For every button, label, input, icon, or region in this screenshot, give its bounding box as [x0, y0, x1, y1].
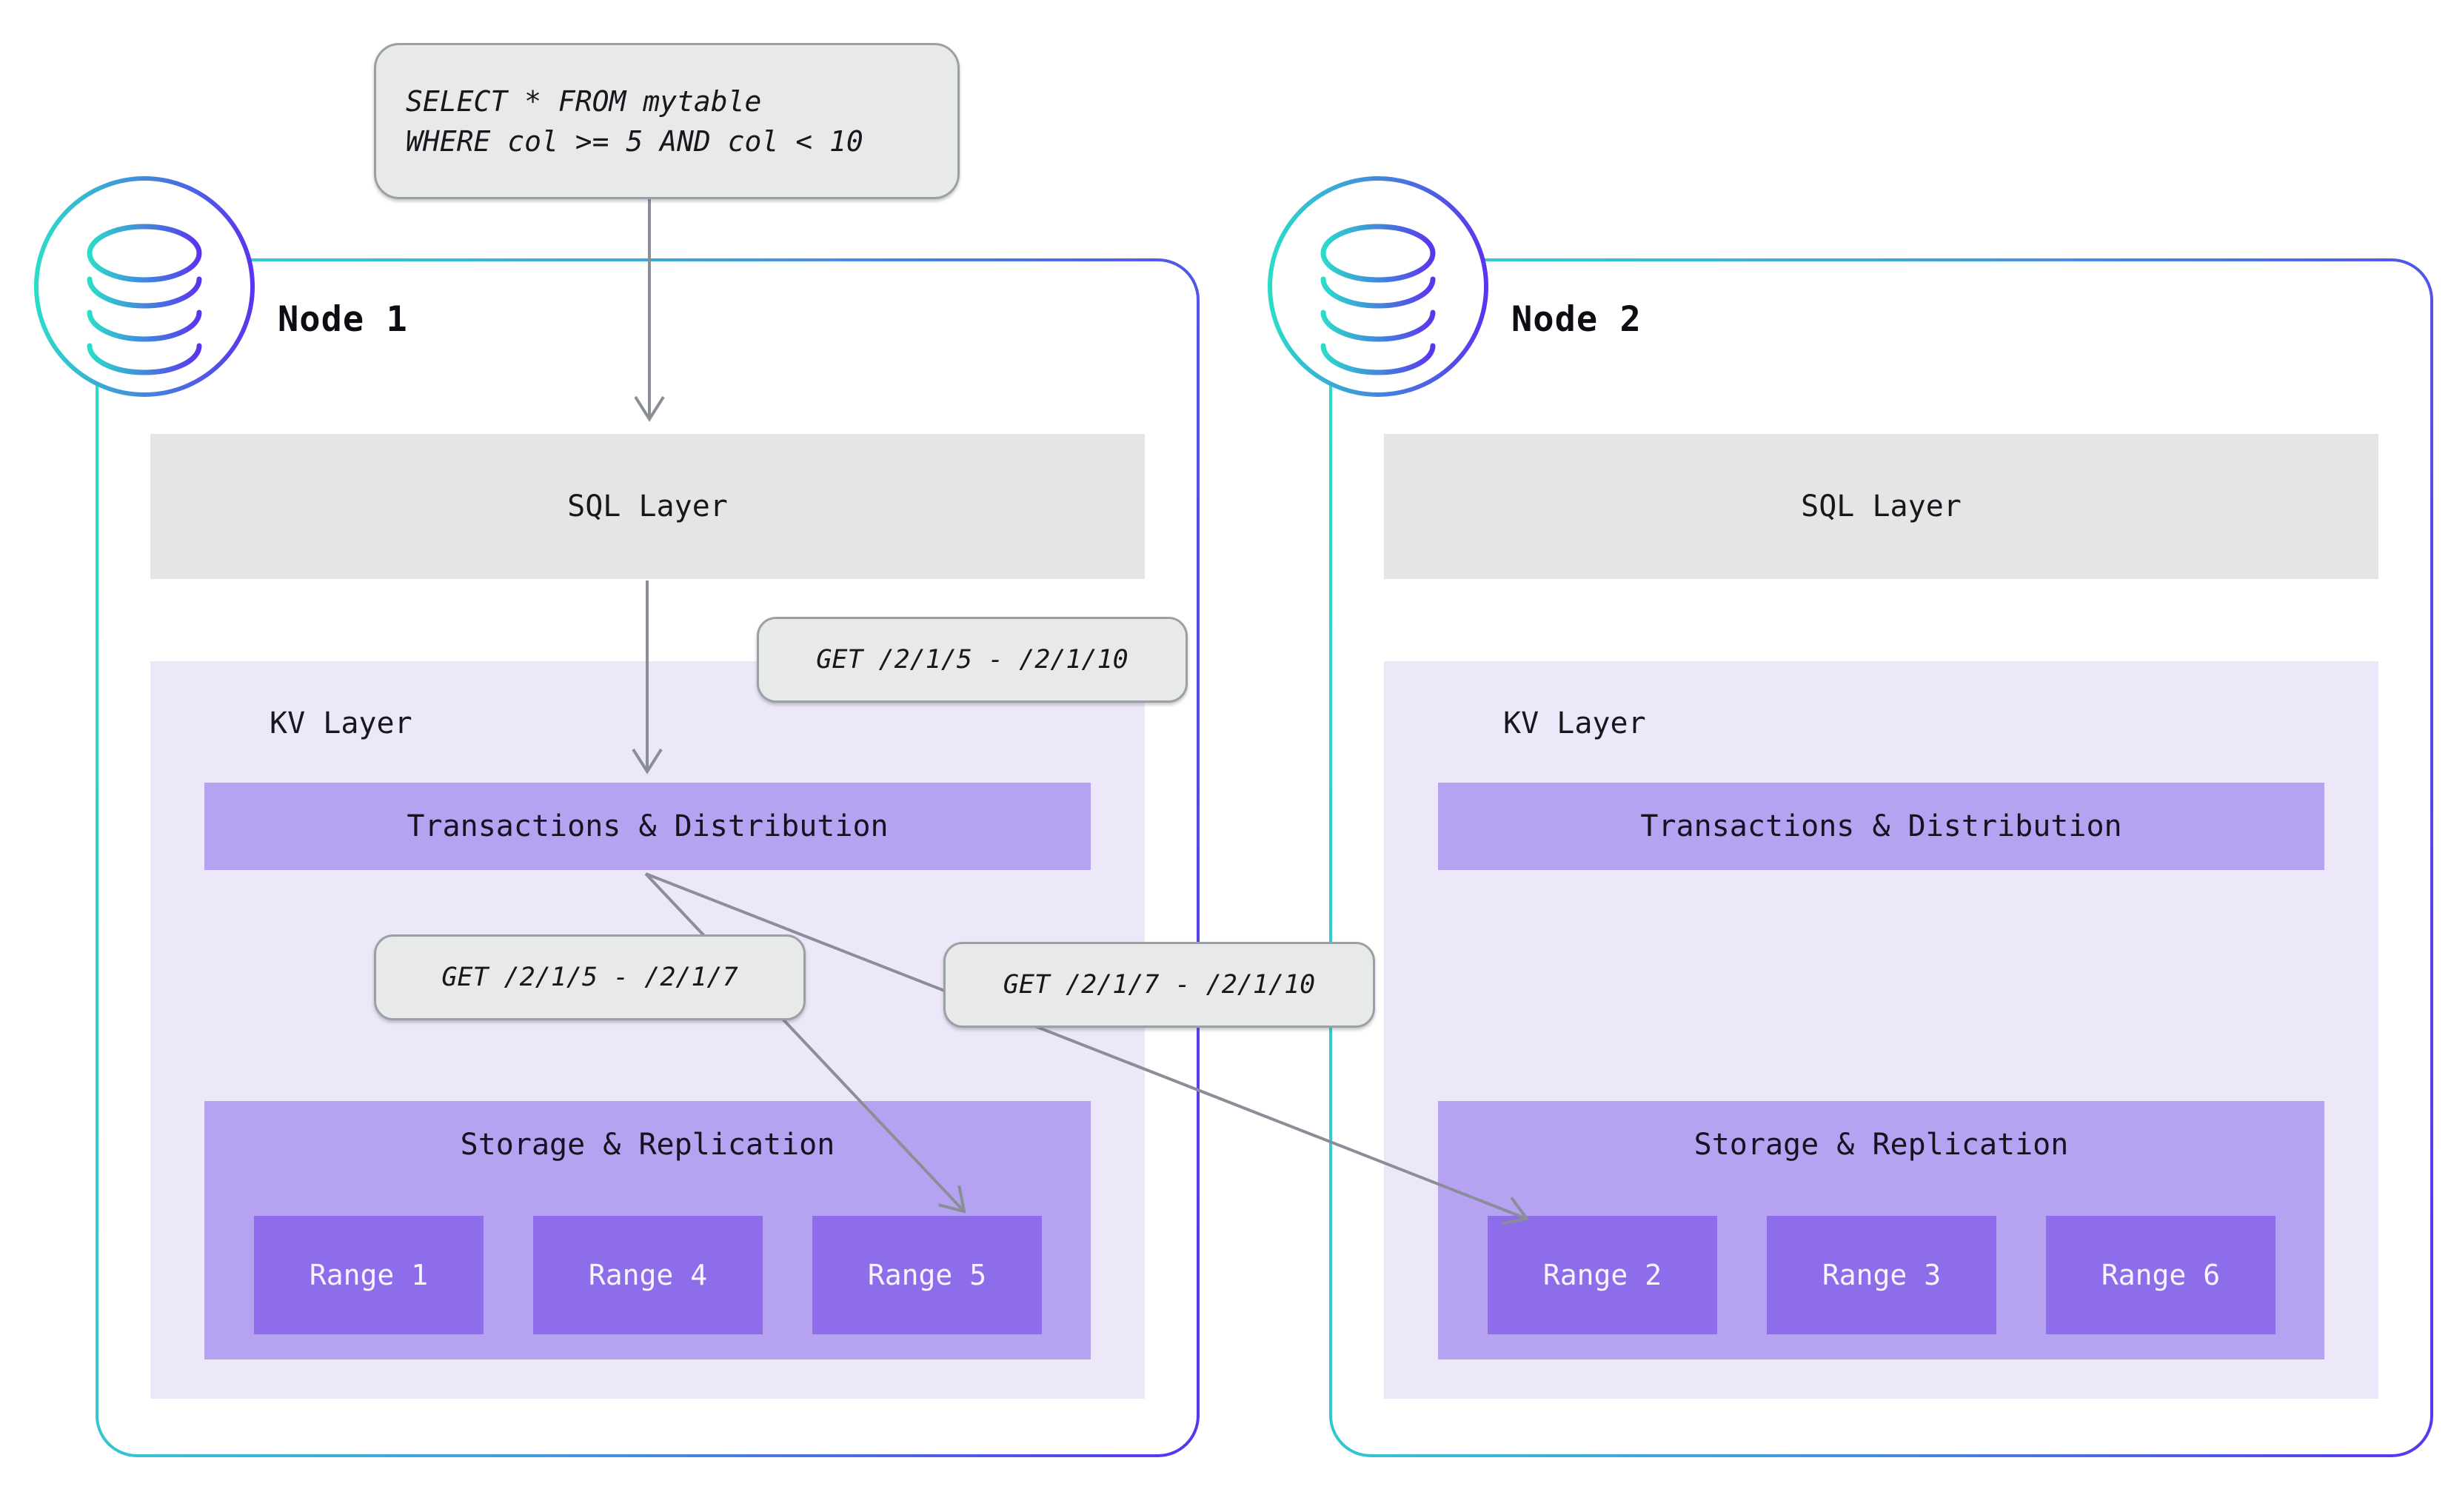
range-box: Range 4	[533, 1216, 763, 1334]
get-range-full-bubble: GET /2/1/5 - /2/1/10	[757, 617, 1188, 703]
database-icon	[34, 176, 255, 397]
storage-label: Storage & Replication	[1693, 1128, 2069, 1162]
range-label: Range 3	[1822, 1259, 1942, 1291]
get-range-right-label: GET /2/1/7 - /2/1/10	[1003, 970, 1316, 1000]
range-label: Range 5	[867, 1259, 987, 1291]
range-label: Range 2	[1542, 1259, 1662, 1291]
node-2-storage-box: Storage & Replication Range 2 Range 3 Ra…	[1438, 1101, 2324, 1359]
query-line-1: SELECT * FROM mytable	[406, 84, 762, 118]
node-1-container: Node 1 SQL Layer KV Layer Transactions &…	[96, 258, 1200, 1457]
node-1-storage-box: Storage & Replication Range 1 Range 4 Ra…	[204, 1101, 1091, 1359]
get-range-left-label: GET /2/1/5 - /2/1/7	[441, 963, 738, 992]
range-box: Range 1	[254, 1216, 484, 1334]
arrow-transactions-to-range2	[645, 872, 1530, 1225]
node-2-kv-layer-label: KV Layer	[1503, 706, 1646, 740]
range-label: Range 1	[309, 1259, 429, 1291]
node-1-sql-layer-box: SQL Layer	[150, 434, 1145, 579]
range-label: Range 6	[2101, 1259, 2221, 1291]
arrow-transactions-to-range5	[644, 872, 966, 1214]
get-range-right-bubble: GET /2/1/7 - /2/1/10	[943, 942, 1375, 1028]
database-icon	[1268, 176, 1488, 397]
range-box: Range 2	[1488, 1216, 1717, 1334]
transactions-label: Transactions & Distribution	[407, 809, 889, 843]
range-box: Range 3	[1767, 1216, 1996, 1334]
range-label: Range 4	[588, 1259, 708, 1291]
transactions-label: Transactions & Distribution	[1640, 809, 2122, 843]
sql-layer-label: SQL Layer	[1801, 489, 1962, 523]
node-2-title: Node 2	[1511, 299, 1642, 340]
node-1-title: Node 1	[278, 299, 408, 340]
sql-layer-label: SQL Layer	[567, 489, 728, 523]
range-box: Range 5	[812, 1216, 1042, 1334]
node-1-transactions-bar: Transactions & Distribution	[204, 783, 1091, 870]
query-line-2: WHERE col >= 5 AND col < 10	[406, 124, 863, 158]
get-range-full-label: GET /2/1/5 - /2/1/10	[816, 645, 1128, 675]
storage-label: Storage & Replication	[460, 1128, 835, 1162]
node-2-transactions-bar: Transactions & Distribution	[1438, 783, 2324, 870]
range-box: Range 6	[2046, 1216, 2276, 1334]
node-2-container: Node 2 SQL Layer KV Layer Transactions &…	[1329, 258, 2433, 1457]
node-1-kv-layer-label: KV Layer	[270, 706, 412, 740]
get-range-left-bubble: GET /2/1/5 - /2/1/7	[374, 934, 806, 1020]
node-2-sql-layer-box: SQL Layer	[1384, 434, 2378, 579]
sql-query-bubble: SELECT * FROM mytable WHERE col >= 5 AND…	[374, 43, 960, 199]
